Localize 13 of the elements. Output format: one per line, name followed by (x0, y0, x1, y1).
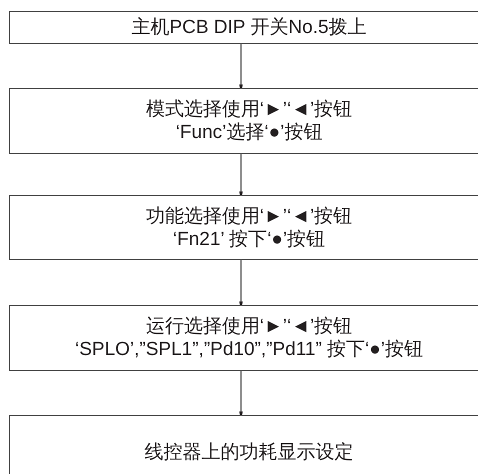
step-text: 功能选择使用‘►’‘◄’按钮 (146, 204, 352, 228)
step-text: 模式选择使用‘►’‘◄’按钮 (146, 98, 352, 121)
step-text: 主机PCB DIP 开关No.5拨上 (131, 16, 367, 39)
step-text: 线控器上的功耗显示设定 (144, 441, 354, 464)
step-text: 运行选择使用‘►’‘◄’按钮 (146, 315, 352, 338)
process-box (9, 11, 478, 44)
process-box (9, 88, 478, 154)
step-text: ‘Fn21’ 按下‘●’按钮 (172, 228, 326, 250)
process-box (9, 195, 478, 260)
process-box (9, 415, 478, 474)
step-text: ‘Func’选择‘●’按钮 (176, 121, 322, 144)
step-text: ‘SPLO’,”SPL1”,”Pd10”,”Pd11” 按下‘●’按钮 (75, 338, 423, 361)
process-box (9, 305, 478, 371)
